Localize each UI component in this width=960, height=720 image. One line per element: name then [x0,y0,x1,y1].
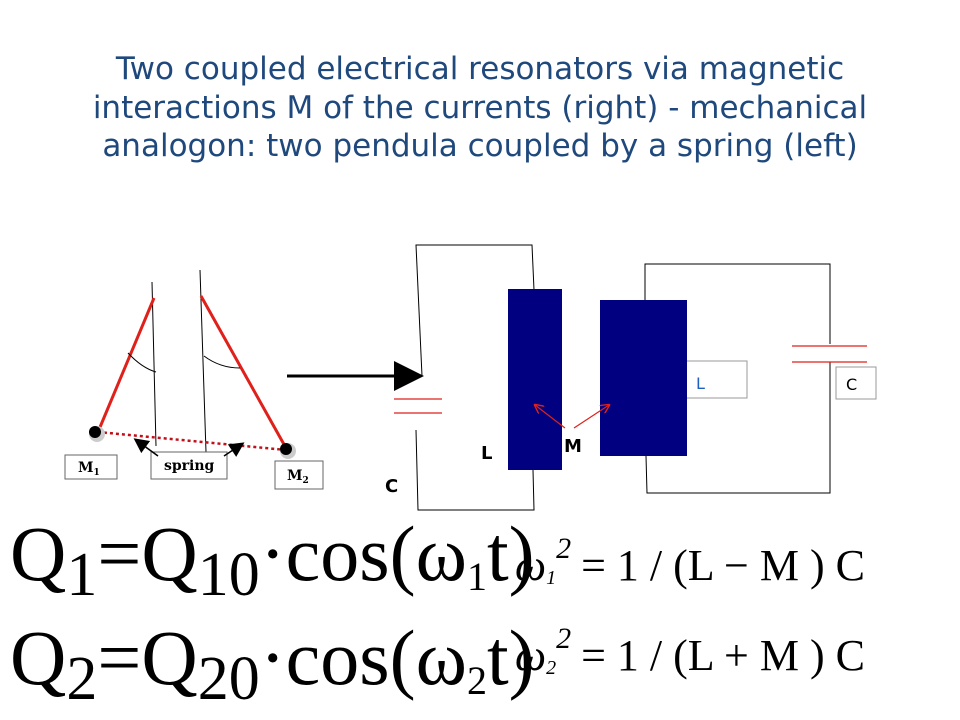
w2-sub: 2 [546,657,556,679]
q2-omega-sub: 2 [467,658,487,703]
q1-lparen: ( [390,510,416,597]
left-inductor-label: L [481,443,492,464]
w1-sub: 1 [546,567,556,589]
right-C-label-box [835,366,877,400]
pendulum-rope-left [96,297,156,433]
svg-text:Q2=Q20·cos(ω2t): Q2=Q20·cos(ω2t) [10,614,535,713]
mass-2-label: M [287,468,303,484]
right-loop-wire [644,263,831,344]
left-capacitor-label: C [385,476,398,497]
w2-rhs: = 1 / (L + M ) C [581,631,865,680]
slide-title: Two coupled electrical resonators via ma… [92,51,868,164]
spring-label-box [150,451,228,480]
q1-amp-sub: 10 [198,541,260,609]
mutual-inductance-label: M [564,436,582,457]
left-inductor-coil [508,289,562,470]
q2-omega: ω [416,614,467,701]
q2-t: t [487,614,509,701]
q1-equals: = [97,510,141,597]
pendulum-diagram: M1 spring M2 [64,269,324,490]
spring-label: spring [164,458,215,474]
q2-cos: cos [286,614,390,701]
q2-lhs-sub: 2 [66,645,97,713]
mass-1-label: M [78,460,94,476]
mass-2-bob-core [280,443,292,455]
q2-dot: · [260,614,286,701]
q1-amp: Q [141,510,197,597]
right-inductor-coil [600,300,687,456]
w1-rhs: = 1 / (L − M ) C [581,541,865,590]
svg-text:ω22= 1 / (L + M ) C: ω22 = 1 / (L + M ) C [515,622,865,680]
left-loop-wire [415,244,535,377]
coupling-arrow-right [573,405,609,429]
svg-text:ω12= 1 / (L − M ) C: ω12 = 1 / (L − M ) C [515,532,865,590]
right-L-label-box [683,360,748,399]
svg-text:M1: M1 [78,460,100,478]
mass-1-label-box [64,454,118,480]
angle-arc-right [203,355,241,369]
spring-dotted-line [97,430,287,452]
q1-dot: · [260,510,286,597]
q2-amp: Q [141,614,197,701]
coupling-arrow-left [535,405,566,429]
q1-t: t [487,510,509,597]
q2-lparen: ( [390,614,416,701]
pendulum-vertical-left [151,281,157,447]
q1-lhs: Q [10,510,66,597]
mass-1-bob-core [89,426,101,438]
pendulum-rope-right [199,295,288,449]
angle-arc-left [127,352,157,373]
right-capacitor-label: C [846,375,857,394]
spring-pointer-left [133,438,159,457]
coupled-circuit: C L M L C [385,244,877,511]
q1-lhs-sub: 1 [66,541,97,609]
q2-lhs: Q [10,614,66,701]
q2-equals: = [97,614,141,701]
q1-omega: ω [416,510,467,597]
right-inductor-label: L [696,374,705,393]
equation-q2: Q2=Q20·cos(ω2t) [10,614,535,713]
left-loop-wire-bottom [415,429,535,511]
svg-text:M2: M2 [287,468,309,486]
w2-sup: 2 [556,622,571,655]
q2-rparen: ) [509,614,535,701]
mass-1-sub: 1 [94,468,100,478]
q1-omega-sub: 1 [467,554,487,599]
w1-sup: 2 [556,532,571,565]
q1-cos: cos [286,510,390,597]
mass-2-sub: 2 [303,476,309,486]
mass-2-label-box [274,460,324,490]
equation-omega2: ω22 = 1 / (L + M ) C [515,622,865,680]
equation-q1: Q1=Q10·cos(ω1t) [10,510,535,609]
w2-omega: ω [515,631,546,680]
svg-text:Q1=Q10·cos(ω1t): Q1=Q10·cos(ω1t) [10,510,535,609]
equation-omega1: ω12 = 1 / (L − M ) C [515,532,865,590]
spring-pointer-right [223,442,245,457]
w1-omega: ω [515,541,546,590]
q2-amp-sub: 20 [198,645,260,713]
pendulum-vertical-right [199,269,207,453]
q1-rparen: ) [509,510,535,597]
right-loop-wire-bottom [645,362,831,494]
